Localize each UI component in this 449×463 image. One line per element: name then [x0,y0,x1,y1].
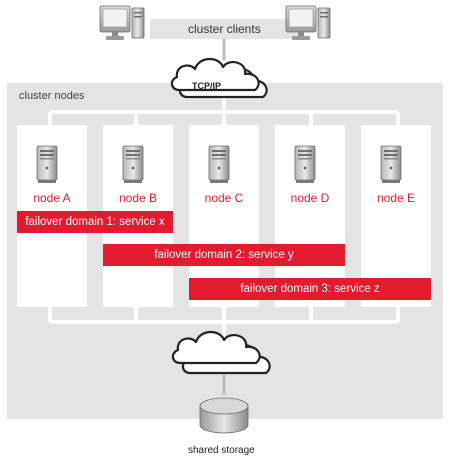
clients-label: cluster clients [188,22,261,36]
node-label-e: node E [376,191,416,205]
bottom-connectors [48,305,400,340]
tcp-ip-label: TCP/IP [192,81,222,91]
server-icon-d [294,145,316,184]
clients-label-bar [150,19,300,39]
failover-domain-label-2: failover domain 2: service y [154,249,294,261]
failover-domain-label-3: failover domain 3: service z [240,283,380,295]
server-icon-b [122,145,144,184]
disk-storage-icon [199,397,249,434]
failover-domain-bar-1: failover domain 1: service x [17,211,173,233]
server-icon-c [208,145,230,184]
failover-domain-label-1: failover domain 1: service x [25,216,165,228]
server-icon-e [380,145,402,184]
failover-domain-bar-3: failover domain 3: service z [189,278,431,300]
server-icon-a [36,145,58,184]
client-computer-icon-left [99,5,145,41]
node-label-d: node D [290,191,330,205]
node-label-a: node A [33,191,71,205]
failover-domain-bar-2: failover domain 2: service y [103,244,345,266]
cluster-nodes-label: cluster nodes [19,90,85,102]
node-label-b: node B [118,191,158,205]
shared-storage-label: shared storage [188,445,255,456]
node-label-c: node C [204,191,244,205]
